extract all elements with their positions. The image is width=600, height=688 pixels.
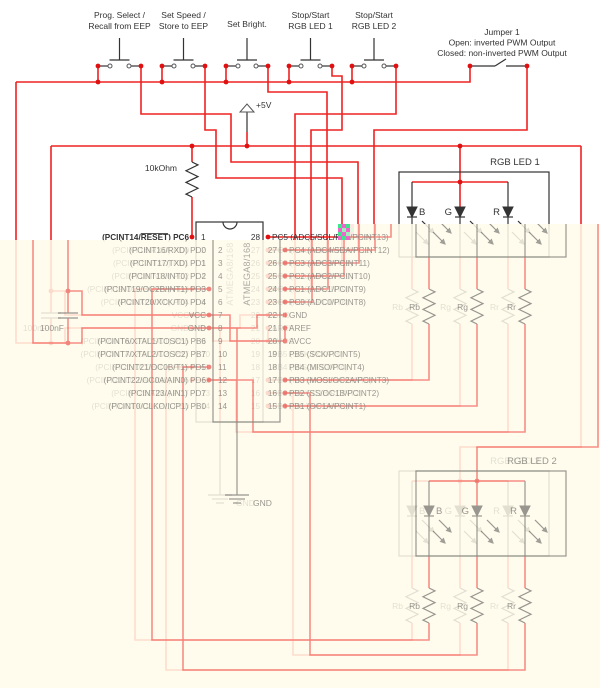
button-contact-icon: [190, 63, 196, 69]
junction-dot: [223, 79, 229, 85]
ground-bus: [16, 66, 471, 83]
junction-dot: [329, 63, 335, 69]
led-diode-icon: [454, 206, 466, 219]
pullup-resistor-symbol: [184, 161, 200, 198]
junction-dot: [189, 143, 195, 149]
junction-dot: [265, 234, 271, 240]
led-diode-icon: [406, 206, 418, 219]
junction-dot: [95, 79, 101, 85]
supply-arrow-icon: [238, 103, 256, 113]
junction-dot: [286, 63, 292, 69]
jumper-label: Closed: non-inverted PWM Output: [437, 48, 567, 58]
glitch-pixel: [338, 228, 342, 232]
supply-label: +5V: [256, 100, 272, 110]
led-channel-label: G: [445, 207, 452, 218]
led-channel-label: R: [493, 207, 500, 218]
chip-pin-number: 28: [251, 233, 261, 242]
button-label: RGB LED 2: [352, 21, 397, 31]
button-contact-icon: [381, 63, 387, 69]
button-label: Prog. Select /: [94, 10, 146, 20]
pullup-resistor-label: 10kOhm: [145, 163, 177, 173]
button-label: Store to EEP: [159, 21, 208, 31]
glitch-pixel: [346, 228, 350, 232]
button-label: RGB LED 1: [288, 21, 333, 31]
junction-dot: [265, 63, 271, 69]
button-contact-icon: [253, 63, 259, 69]
jumper-label: Jumper 1: [484, 27, 520, 37]
button-contact-icon: [361, 63, 367, 69]
junction-dot: [286, 79, 292, 85]
junction-dot: [223, 63, 229, 69]
glitch-pixel: [338, 236, 342, 240]
button-contact-icon: [107, 63, 113, 69]
glitch-pixel: [342, 232, 346, 236]
chip-notch: [222, 221, 238, 230]
pin-label-part: (PCINT14/: [102, 233, 141, 242]
junction-dot: [393, 63, 399, 69]
junction-dot: [159, 79, 165, 85]
button-label: Set Speed /: [161, 10, 206, 20]
button-contact-icon: [235, 63, 241, 69]
button-contact-icon: [298, 63, 304, 69]
junction-dot: [244, 143, 250, 149]
button-label: Set Bright.: [227, 19, 267, 29]
button-contact-icon: [126, 63, 132, 69]
glitch-pixel: [346, 236, 350, 240]
junction-dot: [95, 63, 101, 69]
chip-pin-label: (PCINT14/RESET) PC6: [102, 233, 189, 242]
led-diode-icon: [502, 206, 514, 219]
glitch-pixel: [342, 236, 346, 240]
junction-dot: [349, 63, 355, 69]
pin-label-part: ) PC6: [168, 233, 189, 242]
glitch-pixel: [346, 232, 350, 236]
junction-dot: [524, 63, 530, 69]
junction-dot: [202, 63, 208, 69]
button-label: Stop/Start: [355, 10, 393, 20]
overlined-signal: RESET: [141, 233, 168, 242]
junction-dot: [457, 143, 463, 149]
junction-dot: [467, 63, 473, 69]
led-channel-label: B: [419, 207, 425, 218]
junction-dot: [189, 234, 195, 240]
jumper-label: Open: inverted PWM Output: [449, 38, 556, 48]
junction-dot: [349, 79, 355, 85]
button-contact-icon: [171, 63, 177, 69]
glitch-pixel: [346, 224, 350, 228]
rgb-led-1-title: RGB LED 1: [490, 157, 540, 168]
glitch-pixel: [338, 232, 342, 236]
junction-dot: [159, 63, 165, 69]
jumper-switch-lever: [494, 58, 507, 67]
chip-pin-label: PC5 (ADC5/SCL/PCINT13): [272, 233, 372, 242]
chip-pin-number: 1: [201, 233, 206, 242]
junction-dot: [138, 63, 144, 69]
button-contact-icon: [317, 63, 323, 69]
button-label: Stop/Start: [292, 10, 330, 20]
glitch-pixel: [338, 224, 342, 228]
glitch-pixel: [342, 224, 346, 228]
junction-dot: [457, 179, 463, 185]
button-label: Recall from EEP: [88, 21, 151, 31]
glitch-pixel: [342, 228, 346, 232]
